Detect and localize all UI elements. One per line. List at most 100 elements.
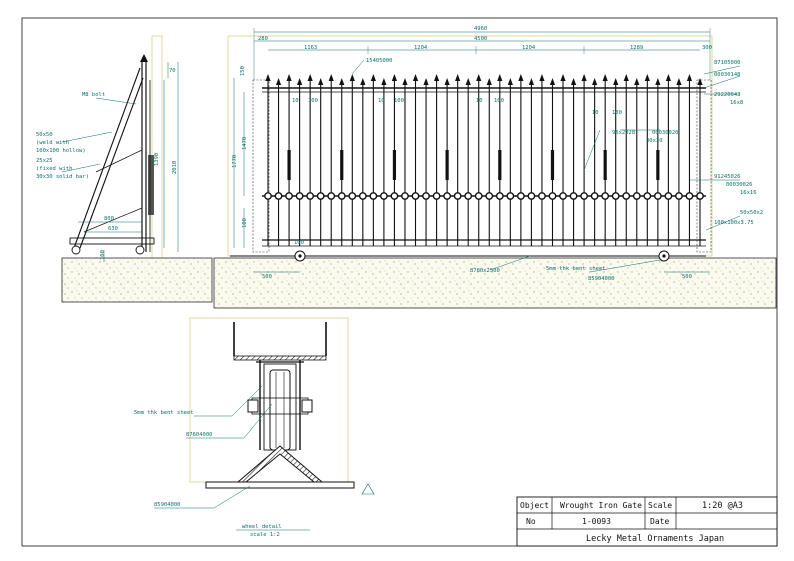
- dim-front-150: 150: [240, 66, 246, 76]
- wheel-detail: [154, 317, 375, 531]
- spear-tip: [560, 74, 566, 81]
- scroll-ornament: [685, 192, 694, 200]
- spear-tip: [507, 78, 513, 85]
- picket-collar: [287, 150, 291, 180]
- scroll-ornament: [348, 192, 357, 200]
- dim-front-1470: 1470: [242, 137, 248, 150]
- dim-front-1770: 1770: [232, 155, 238, 168]
- spear-tip: [402, 78, 408, 85]
- front-view: [213, 28, 777, 309]
- spear-tip: [518, 74, 524, 81]
- spear-tip: [486, 78, 492, 85]
- dim-side-1390: 1390: [154, 153, 160, 166]
- spear-tip: [381, 78, 387, 85]
- callout-50x50x2: 50x50x2: [740, 210, 763, 216]
- scroll-ornament: [495, 192, 504, 200]
- tb-no-label: No: [526, 517, 536, 526]
- dim-small-10b: 10: [476, 98, 483, 104]
- callout-16x8: 16x8: [730, 100, 743, 106]
- tb-scale-value: 1:20 @A3: [702, 501, 743, 511]
- tb-scale-label: Scale: [648, 501, 672, 510]
- scroll-ornament: [337, 192, 346, 200]
- dim-front-500a: 500: [262, 274, 272, 280]
- scroll-ornament: [401, 192, 409, 200]
- scroll-ornament: [632, 192, 641, 200]
- scroll-ornament: [390, 192, 399, 200]
- callout-29220043: 29220043: [714, 92, 741, 98]
- picket-collar: [498, 150, 502, 180]
- scroll-ornament: [580, 192, 588, 200]
- picket-collar: [445, 150, 449, 180]
- dim-front-1204b: 1204: [522, 45, 536, 51]
- scroll-ornament: [653, 192, 662, 200]
- dim-front-4500: 4500: [474, 36, 487, 42]
- callout-15405000: 15405000: [366, 58, 393, 64]
- spear-tip: [286, 74, 292, 81]
- spear-tip: [570, 78, 577, 85]
- spear-tip: [676, 78, 682, 85]
- spear-tip: [318, 78, 324, 85]
- spear-tip: [423, 78, 429, 85]
- picket-collar: [340, 150, 344, 180]
- callout-85904000-detail: 85904000: [154, 502, 181, 508]
- spear-tip: [465, 78, 471, 85]
- spear-tip: [528, 78, 535, 85]
- scroll-ornament: [590, 192, 599, 200]
- scroll-ornament: [380, 192, 388, 200]
- scroll-ornament: [601, 192, 610, 200]
- scroll-ornament: [274, 192, 283, 200]
- dim-small-10c: 10: [592, 110, 599, 116]
- spear-tip: [265, 74, 271, 81]
- spear-tip: [539, 74, 545, 81]
- dim-side-800: 800: [104, 216, 114, 222]
- spear-tip: [297, 78, 303, 85]
- tb-object-label: Object: [520, 501, 549, 510]
- callout-100-hollow: 100x100 hollow): [36, 148, 86, 154]
- callout-91245026: 91245026: [714, 174, 741, 180]
- scroll-ornament: [422, 192, 430, 200]
- dim-small-100d: 100: [308, 98, 318, 104]
- dim-front-280: 280: [258, 36, 268, 42]
- scroll-ornament: [316, 192, 325, 200]
- scroll-ornament: [485, 192, 494, 200]
- dim-front-4960: 4960: [474, 26, 487, 32]
- scroll-ornament: [474, 192, 483, 200]
- callout-30x30: 30x30: [646, 138, 663, 144]
- dim-small-10a: 10: [378, 98, 385, 104]
- scroll-ornament: [295, 192, 304, 200]
- spear-tip: [602, 74, 608, 81]
- side-ground: [61, 257, 213, 303]
- scroll-ornament: [696, 192, 704, 200]
- dim-small-100c: 100: [612, 110, 622, 116]
- spear-tip: [623, 74, 629, 81]
- spear-tip: [613, 78, 619, 85]
- spear-tip: [328, 74, 334, 81]
- dim-small-10d: 10: [292, 98, 299, 104]
- dim-front-1289: 1289: [630, 45, 643, 51]
- scroll-ornament: [369, 192, 378, 200]
- callout-87604000: 87604000: [186, 432, 213, 438]
- tb-object-value: Wrought Iron Gate: [560, 501, 642, 510]
- scroll-ornament: [432, 192, 441, 200]
- spear-tip: [433, 74, 440, 81]
- scroll-ornament: [464, 192, 473, 200]
- scroll-ornament: [516, 192, 525, 200]
- spear-tip: [339, 78, 345, 85]
- spear-tip: [455, 74, 461, 81]
- callout-weld-with: (weld with: [36, 140, 69, 146]
- dim-front-wheel-100: 100: [294, 240, 304, 246]
- dim-side-2010: 2010: [172, 161, 178, 174]
- dim-small-100a: 100: [394, 98, 404, 104]
- scroll-ornament: [527, 192, 536, 200]
- tb-no-value: 1-0093: [582, 517, 611, 526]
- scroll-ornament: [664, 192, 673, 200]
- dim-front-500b: 500: [682, 274, 692, 280]
- spear-tip: [476, 74, 482, 81]
- spear-tip: [370, 74, 376, 81]
- callout-87105000: 87105000: [714, 60, 741, 66]
- picket-collar: [550, 150, 555, 180]
- wheel-detail-scale: scale 1:2: [250, 532, 280, 538]
- scroll-ornament: [264, 192, 272, 200]
- scroll-ornament: [411, 192, 420, 200]
